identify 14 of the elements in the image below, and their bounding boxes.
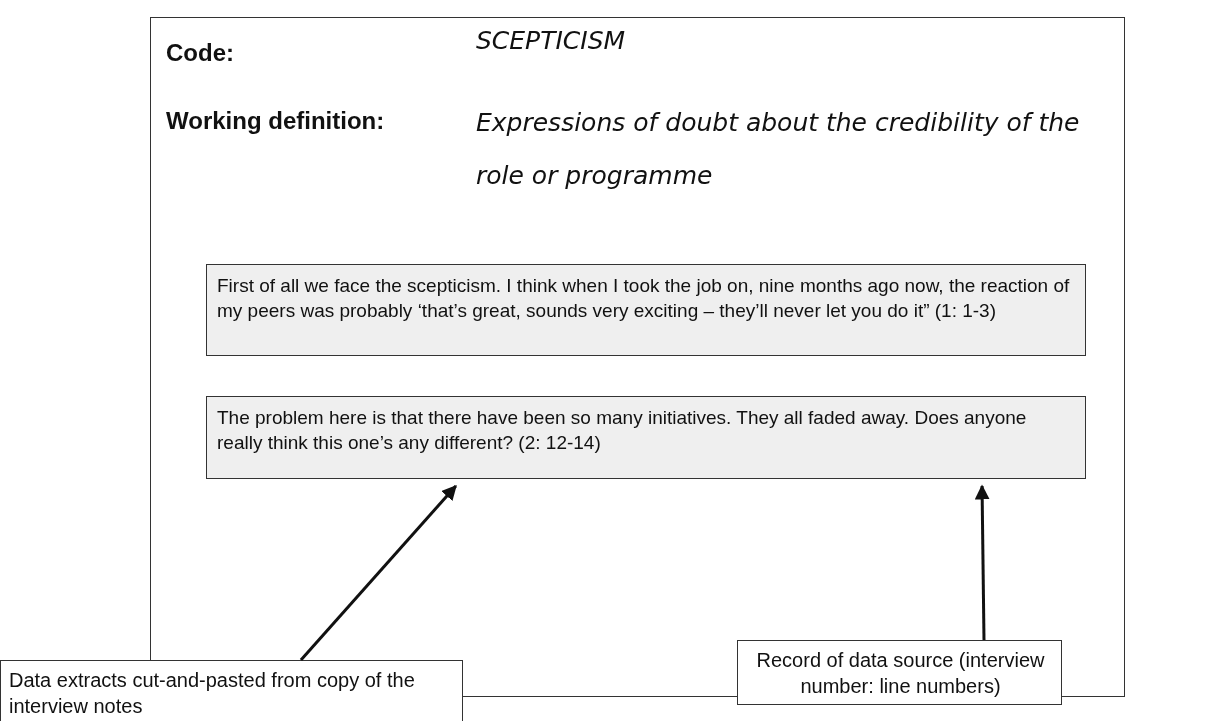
field-label: Code: (166, 38, 235, 68)
callout-box (0, 660, 463, 721)
field-value: Expressions of doubt about the credibility of the role or programme (476, 107, 1081, 192)
callout-text: Record of data source (interview number: line numbers) (755, 648, 1046, 699)
quote-box (206, 396, 1086, 479)
field-value: SCEPTICISM (476, 26, 627, 55)
quote-text: First of all we face the scepticism. I think when I took the job on, nine months ago now, the reaction of my peers was probably ‘that’s great, sounds very exciting – they’ll never let you do it” (1: 1-3) (217, 274, 1071, 323)
quote-text: The problem here is that there have been so many initiatives. They all faded away. Does anyone really think this one’s any different? (2: 12-14) (217, 406, 1028, 455)
callout-text: Data extracts cut-and-pasted from copy of the interview notes (9, 668, 416, 719)
arrow (974, 484, 990, 641)
quote-box (206, 264, 1086, 356)
callout-box (737, 640, 1062, 705)
arrow (299, 484, 457, 661)
field-label: Working definition: (166, 106, 386, 136)
